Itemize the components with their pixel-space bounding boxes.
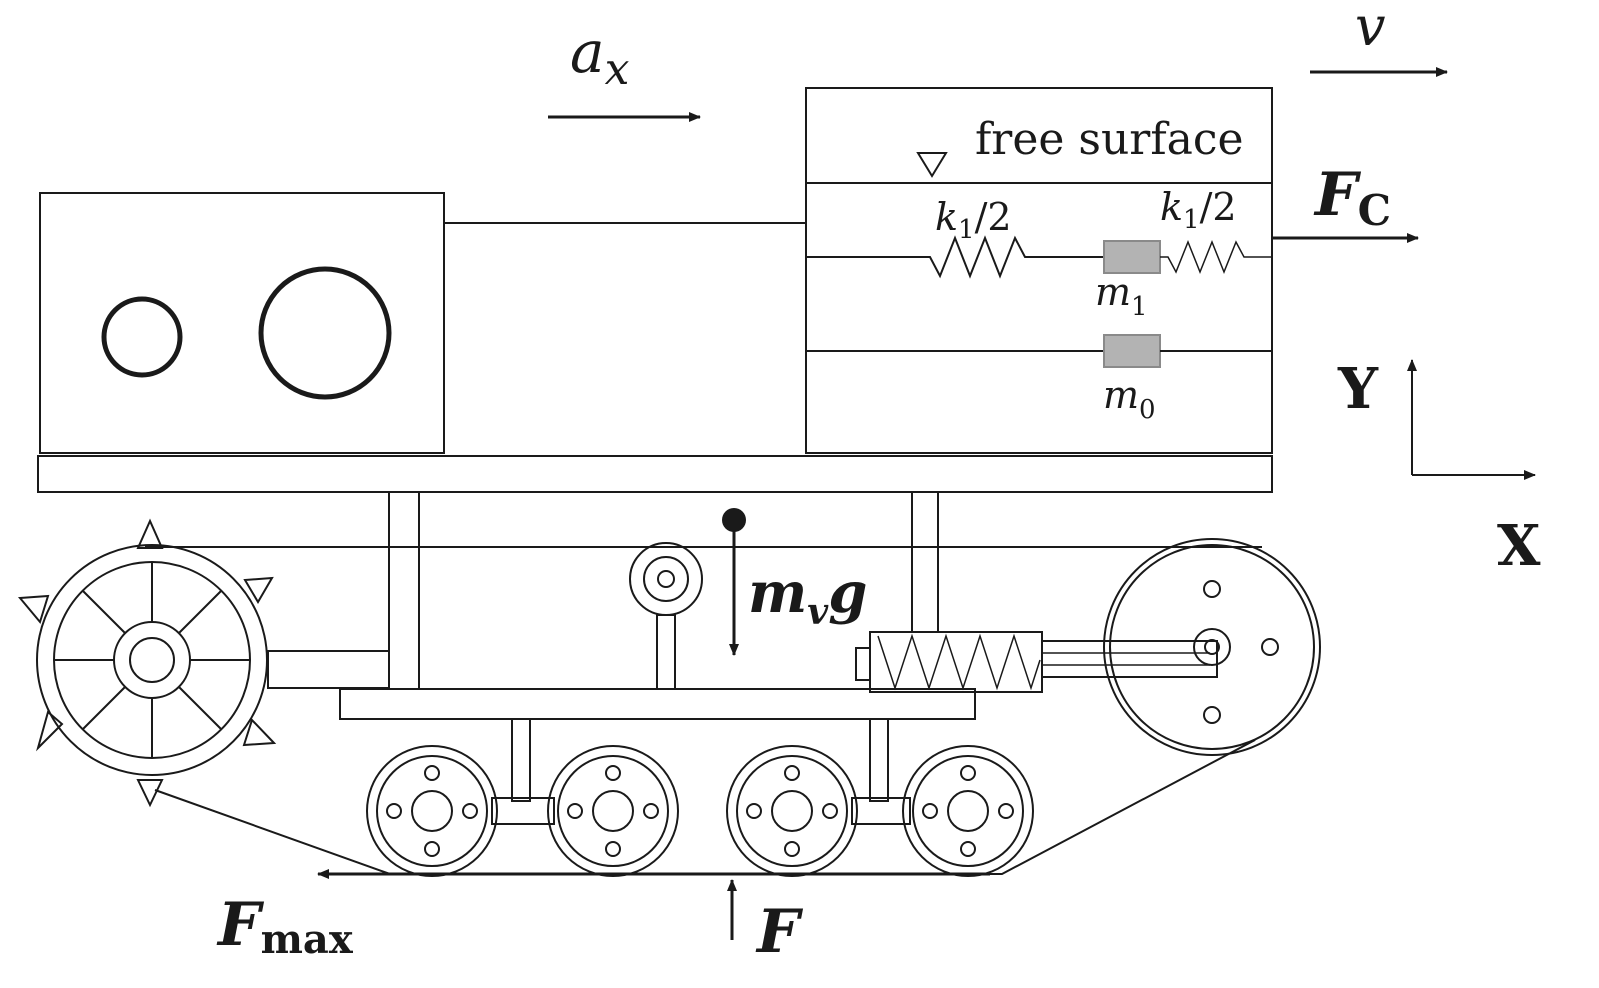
idler-hub-outer [1193,628,1231,666]
support-post-left [388,491,420,690]
tensioner-rod [1041,640,1218,678]
ax-label: ax [570,18,630,95]
f-label: F [755,897,804,967]
fc-label: FC [1313,160,1391,235]
m1-label: m1 [1095,270,1148,322]
support-post-right [911,491,939,633]
large-circle-icon [258,266,392,400]
idler-wheel-inner [1109,544,1315,750]
mvg-label: mvg [748,560,867,633]
idler-hub-inner [1204,639,1220,655]
idler-bolt-top [1203,580,1221,598]
y-axis-label: Y [1337,356,1379,422]
k1-right-label: k1/2 [1160,185,1237,235]
engine-cabin-box [39,192,445,454]
center-of-mass-dot [722,508,746,532]
return-roller-post [656,614,676,690]
idler-bolt-bottom [1203,706,1221,724]
v-label: v [1355,0,1386,58]
road-wheel-1 [366,745,498,877]
liquid-tank-box [805,87,1273,454]
road-wheel-3 [726,745,858,877]
track-lower-line [154,739,1256,875]
tensioner-spring [877,633,1041,691]
road-wheel-2 [547,745,679,877]
wheel-strut-2 [869,718,889,802]
fmax-label: Fmax [216,890,354,963]
spring-k1-right [1160,239,1272,275]
k1-left-label: k1/2 [935,195,1012,245]
spring-k1-left [915,235,1104,279]
wheel-axle-bar-2 [851,797,911,825]
road-wheel-4 [902,745,1034,877]
drive-sprocket [17,518,277,808]
bogie-frame-bar [339,688,976,720]
platform-deck [37,455,1273,493]
free-surface-label: free surface [975,114,1244,165]
mass-m1 [1103,240,1161,274]
m0-label: m0 [1103,373,1156,425]
wheel-axle-bar-1 [491,797,555,825]
tensioner-cap [855,647,871,681]
return-roller-mid [643,556,689,602]
x-axis-label: X [1497,513,1541,579]
idler-wheel-outer [1103,538,1321,756]
wheel-strut-1 [511,718,531,802]
idler-bolt-right [1261,638,1279,656]
sprocket-connector [267,650,390,689]
free-surface-triangle-icon [916,152,948,178]
small-circle-icon [101,296,183,378]
return-roller-hub [657,570,675,588]
mass-m0 [1103,334,1161,368]
return-roller-outer [629,542,703,616]
